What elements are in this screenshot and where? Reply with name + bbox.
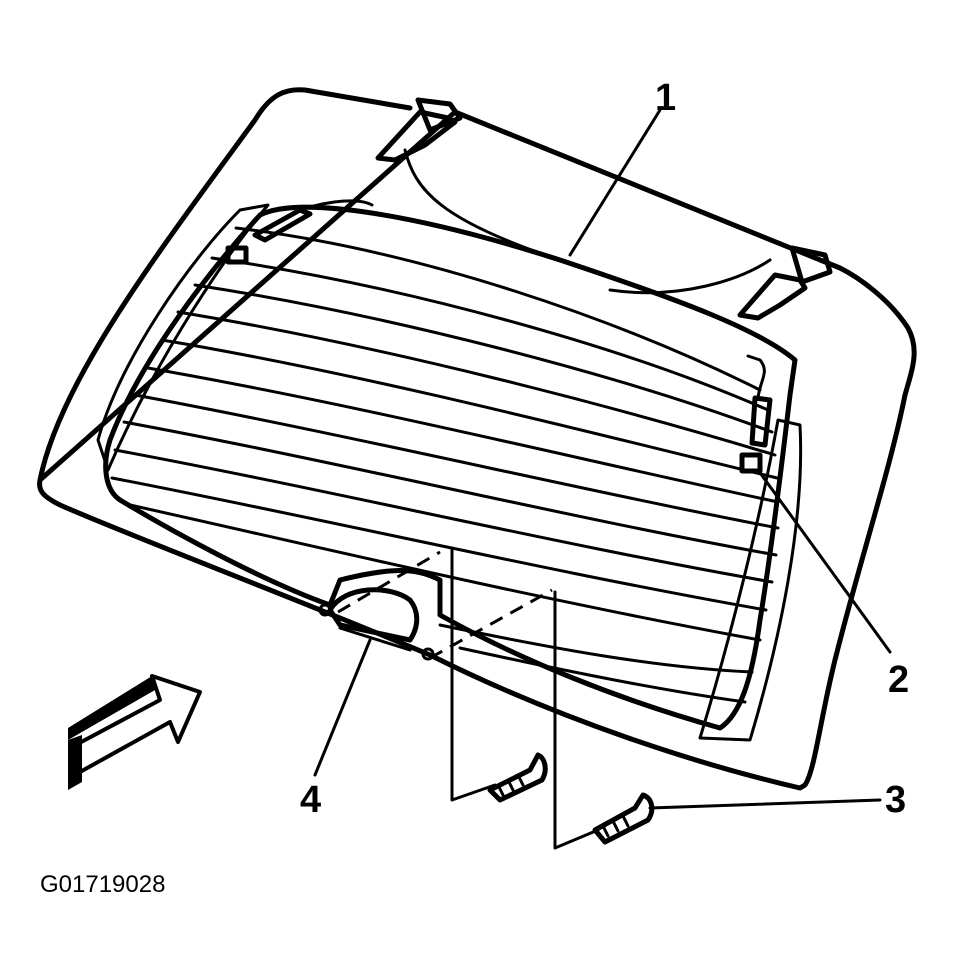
glass-panel-outline	[37, 87, 917, 791]
latch-bracket	[318, 587, 435, 661]
leader-3	[648, 798, 882, 810]
defroster-grid	[110, 226, 780, 704]
leader-1	[568, 108, 662, 257]
leader-2	[756, 468, 892, 654]
right-hinge-tab	[608, 245, 833, 321]
bolt-bracket-left	[450, 546, 497, 802]
left-wire-connector	[225, 199, 374, 265]
bolt-bracket-right	[553, 590, 600, 850]
defroster-border	[103, 204, 798, 731]
right-wire-connector	[739, 354, 773, 474]
install-line-right	[429, 588, 553, 660]
bolt-right	[592, 792, 655, 845]
bolt-left	[487, 752, 548, 803]
front-direction-arrow	[68, 674, 202, 790]
left-bus-bar	[96, 203, 270, 472]
callout-2: 2	[888, 659, 909, 701]
right-bus-bar	[698, 418, 803, 742]
callout-3: 3	[885, 779, 906, 821]
callout-4: 4	[300, 779, 321, 821]
leader-4	[313, 638, 372, 777]
install-line-left	[337, 550, 441, 614]
figure-id: G01719028	[40, 871, 165, 898]
left-hinge-tab	[375, 97, 562, 262]
callout-1: 1	[655, 77, 676, 119]
